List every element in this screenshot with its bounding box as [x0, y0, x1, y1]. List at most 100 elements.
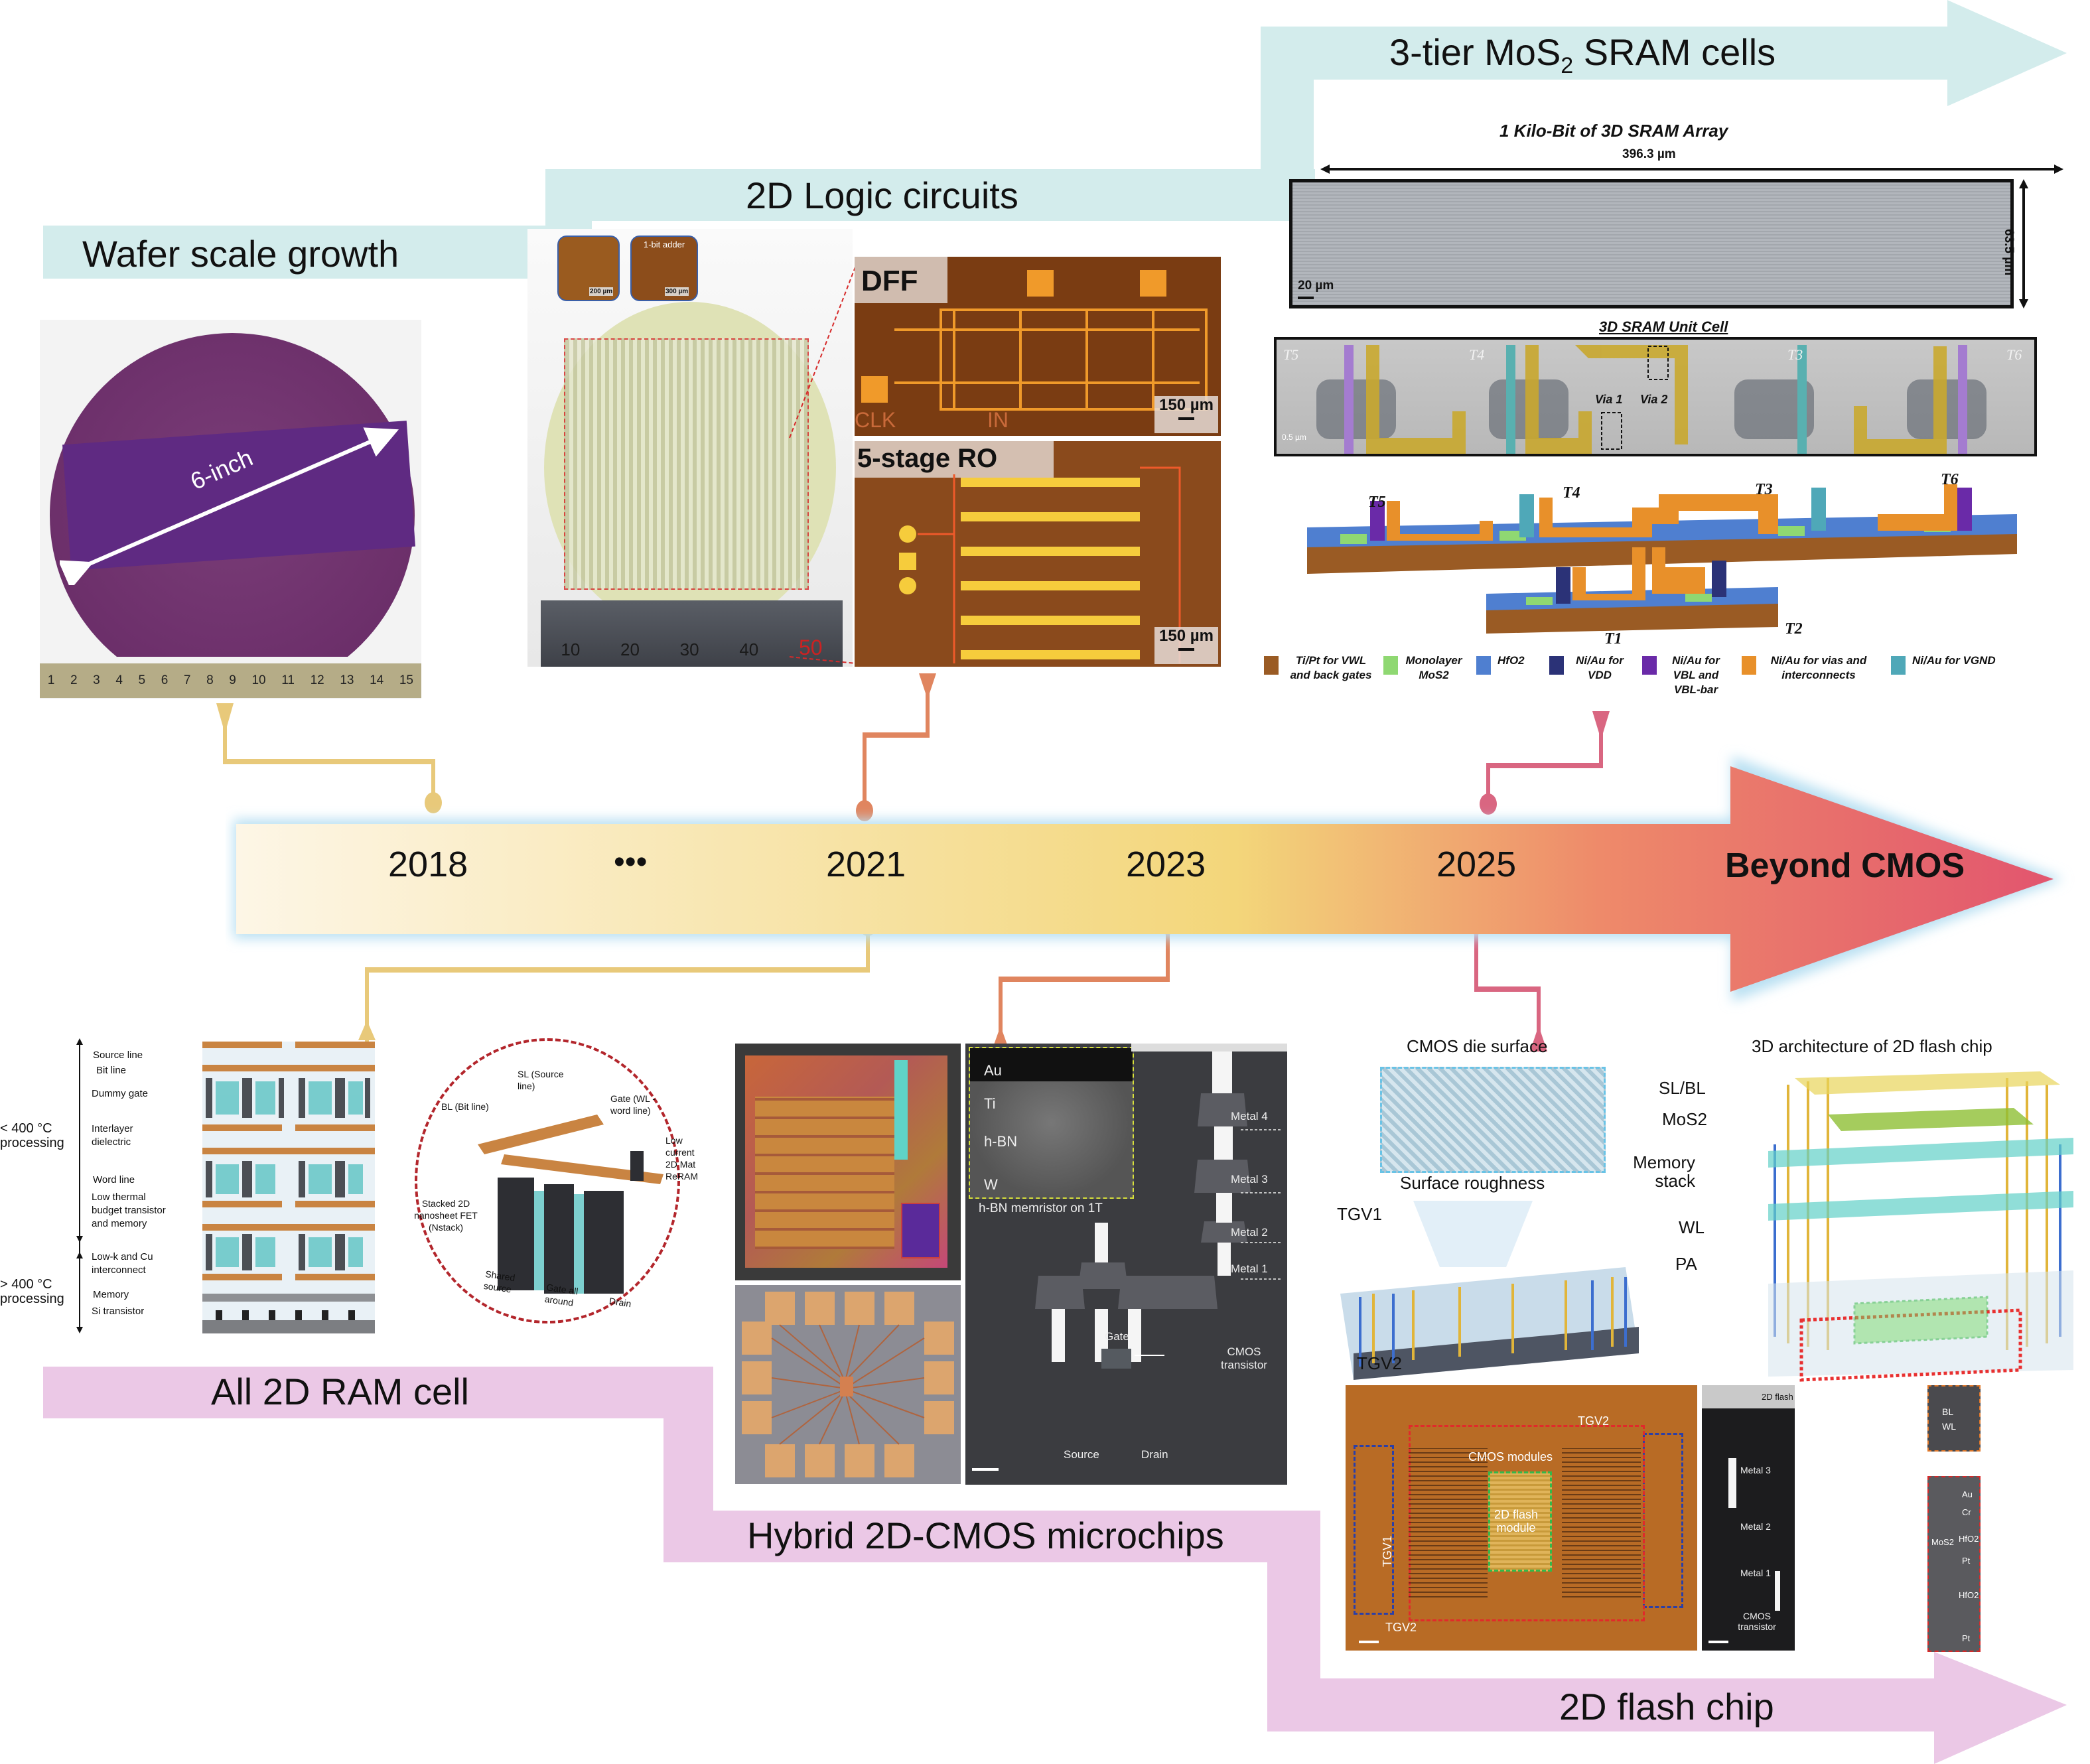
cmos-transistor-label: CMOS transistor [1221, 1345, 1267, 1371]
tem-cr-label: Cr [1962, 1507, 1971, 1517]
legend-label: Ti/Pt for VWL and back gates [1290, 654, 1372, 681]
tgv2-label: TGV2 [1357, 1353, 1402, 1373]
die-3d-block [1340, 1201, 1639, 1380]
logic-ruler: 10 20 30 40 50 [541, 600, 843, 667]
lower-tier [1486, 547, 1778, 634]
ruler-tick: 10 [251, 673, 266, 687]
legend-item: Monolayer MoS2 [1383, 653, 1463, 683]
legend-item: Ni/Au for VGND [1891, 653, 2010, 675]
flash-chip-micrograph: TGV2 CMOS modules 2D flash module TGV1 T… [1346, 1385, 1697, 1651]
ro-title: 5-stage RO [857, 444, 998, 473]
tem-layer-ti: Ti [984, 1095, 996, 1112]
flash-crosssection-sem: 2D flash Metal 3 Metal 2 Metal 1 CMOS tr… [1702, 1385, 1795, 1651]
legend-label: Ni/Au for VGND [1912, 654, 1996, 667]
layer-label: Dummy gate [92, 1088, 149, 1099]
layer-label: Word line [93, 1174, 135, 1186]
legend-label: Ni/Au for vias and interconnects [1770, 654, 1867, 681]
sram-unit-sem: T5 T4 T3 T6 Via 1 Via 2 0.5 µm [1274, 337, 2037, 456]
ram-zoom-art [478, 1115, 663, 1294]
xsec-flash-label: 2D flash [1762, 1392, 1793, 1402]
inset-right-title: 1-bit adder [644, 239, 685, 249]
ram-zoom-circle [415, 1038, 680, 1323]
chip-label-cmos-modules: CMOS modules [1468, 1450, 1553, 1463]
via-stack [972, 1044, 1287, 1471]
chip-purple-block [901, 1203, 940, 1258]
dff-micrograph: DFF CLK IN 150 µm [855, 257, 1221, 436]
arch-label-slbl: SL/BL [1659, 1078, 1706, 1098]
zoom-label-sl: SL (Source line) [518, 1069, 564, 1091]
chip-cyan-strip [894, 1060, 908, 1160]
metal-3-label: Metal 3 [1231, 1173, 1268, 1186]
via-bright-2 [1775, 1571, 1780, 1611]
chip-label-tgv1: TGV1 [1381, 1535, 1395, 1568]
via-bright [1728, 1458, 1736, 1508]
legend-label: HfO2 [1498, 654, 1525, 667]
schem-t5: T5 [1368, 494, 1386, 511]
connector-2025-top [1480, 711, 1610, 815]
band-flash [1267, 1678, 1937, 1731]
label-high-temp: > 400 °C processing [0, 1277, 64, 1306]
timeline-ellipsis: ••• [614, 845, 648, 880]
band-label-flash: 2D flash chip [1559, 1686, 1774, 1728]
tem-caption: h-BN memristor on 1T [979, 1201, 1103, 1215]
metal-2-label: Metal 2 [1231, 1226, 1268, 1239]
schem-t4: T4 [1563, 484, 1580, 502]
ro-scale-text: 150 µm [1159, 627, 1214, 645]
sram-3d-schematic [1307, 484, 2017, 634]
schem-t6: T6 [1941, 471, 1959, 488]
legend-swatch [1383, 656, 1398, 675]
band-label-ram: All 2D RAM cell [211, 1371, 469, 1412]
layer-label: Source line [93, 1050, 143, 1061]
ro-circuit [899, 466, 1181, 663]
legend-swatch [1549, 656, 1564, 675]
year-2018: 2018 [388, 845, 468, 884]
legend-item: Ti/Pt for VWL and back gates [1264, 653, 1377, 683]
connector-2018-top [216, 703, 442, 813]
dff-circuit [861, 270, 1208, 411]
tem-pt-label: Pt [1962, 1556, 1971, 1566]
flash-tem-bottom: Au Cr MoS2 HfO2 Pt HfO2 Pt [1927, 1476, 1981, 1652]
band-label-sram: 3-tier MoS2 SRAM cells [1389, 31, 1776, 79]
zoom-label-stack: Stacked 2D nanosheet FET (Nstack) [414, 1198, 478, 1233]
layer-label: Bit line [96, 1065, 127, 1076]
legend-swatch [1891, 656, 1906, 675]
unit-cell-scale: 0.5 µm [1282, 433, 1306, 442]
metal-4-label: Metal 4 [1231, 1110, 1268, 1122]
chip-label-tgv2-bottom: TGV2 [1385, 1621, 1417, 1634]
dff-in-label: IN [987, 408, 1009, 432]
connector-2021-top [856, 673, 936, 821]
hybrid-pad-micrograph [735, 1285, 961, 1484]
legend-label: Monolayer MoS2 [1405, 654, 1462, 681]
chip-label-flash-module: 2D flash module [1494, 1508, 1539, 1534]
ro-title-bg [855, 441, 1054, 478]
logic-die-array [564, 338, 809, 590]
tem-inset [969, 1047, 1134, 1199]
ruler-tick: 10 [561, 640, 581, 659]
ruler-tick: 9 [229, 673, 236, 687]
year-2021: 2021 [826, 845, 906, 884]
legend-swatch [1642, 656, 1657, 675]
ruler-tick: 30 [679, 640, 699, 659]
schem-t3: T3 [1755, 481, 1773, 498]
sram-array-sem: 20 µm [1289, 179, 2014, 308]
legend-label: Ni/Au for VDD [1576, 654, 1624, 681]
sram-height-arrow [2019, 179, 2028, 308]
sram-band-text-rest: SRAM cells [1573, 31, 1776, 73]
surface-roughness-inset [1380, 1067, 1606, 1173]
inset-left-scale: 200 µm [589, 287, 614, 296]
dff-scale-text: 150 µm [1159, 396, 1214, 414]
ruler-tick: 6 [161, 673, 169, 687]
gate-label: Gate [1105, 1330, 1129, 1343]
tem-mos2-label: MoS2 [1931, 1537, 1954, 1547]
band-hybrid [663, 1511, 1267, 1562]
zoom-label-bl: BL (Bit line) [441, 1101, 489, 1112]
dff-scale: 150 µm [1154, 396, 1218, 433]
legend-label: Ni/Au for VBL and VBL-bar [1672, 654, 1720, 696]
ruler-tick: 11 [281, 673, 295, 687]
arch-label-wl: WL [1679, 1217, 1705, 1237]
ruler-tick: 7 [183, 673, 191, 687]
label-t5: T5 [1283, 346, 1299, 363]
label-t3: T3 [1787, 346, 1803, 363]
sram-array-title: 1 Kilo-Bit of 3D SRAM Array [1499, 121, 1728, 141]
xsec-m3-label: Metal 3 [1740, 1465, 1771, 1475]
